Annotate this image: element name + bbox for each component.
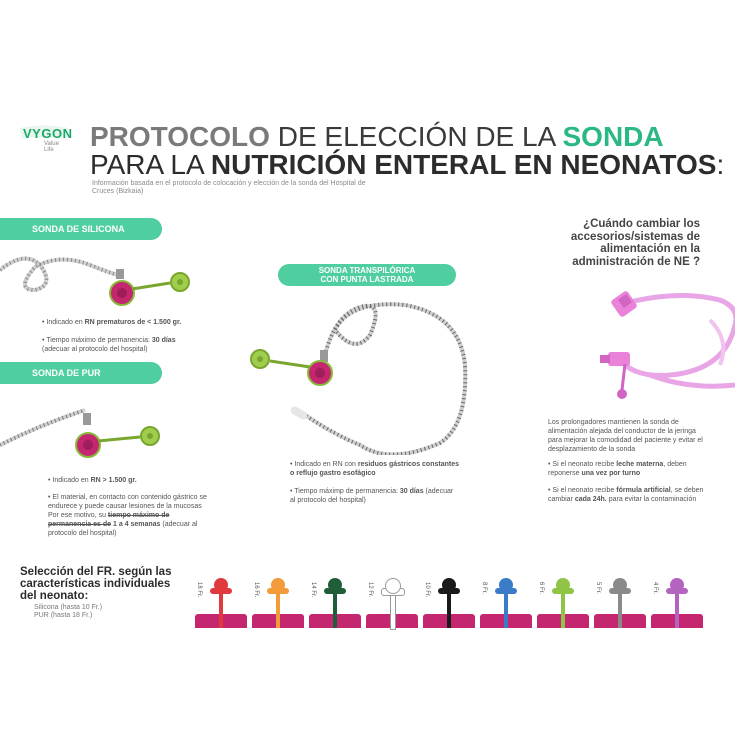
fr-size-label: 4 Fr. xyxy=(652,582,658,595)
transpilorica-b2-bold: 30 días xyxy=(399,488,424,495)
fr-size-connector-icon xyxy=(670,578,684,592)
fr-size-selector: 18 Fr. 16 Fr. 14 Fr. 12 Fr. 10 Fr. 8 Fr. 6 Fr.… xyxy=(192,574,705,630)
accesorios-b1-bold2: una vez por turno xyxy=(581,470,641,477)
fr-size-connector-icon xyxy=(442,578,456,592)
pur-b2-bold: 1 a 4 semanas xyxy=(111,521,161,528)
fr-size-label: 10 Fr. xyxy=(424,582,430,598)
fr-size-connector-icon xyxy=(385,578,401,594)
silicona-b2-bold: 30 días xyxy=(151,337,176,344)
fr-size-9: 4 Fr. xyxy=(648,574,705,630)
seleccion-line2: PUR (hasta 18 Fr.) xyxy=(34,612,93,619)
transpilorica-b1-pre: Indicado en RN con xyxy=(294,461,358,468)
accesorios-b2-post: para evitar la contaminación xyxy=(606,496,697,503)
fr-size-label: 6 Fr. xyxy=(538,582,544,595)
accesorios-b1-pre: Si el neonato recibe xyxy=(552,461,617,468)
label-transpilorica-line1: SONDA TRANSPILÓRICA xyxy=(318,266,416,275)
label-silicona: SONDA DE SILICONA xyxy=(0,218,162,240)
transpilorica-tube-illustration xyxy=(250,302,468,455)
accesorios-b1-bold: leche materna xyxy=(616,461,664,468)
fr-size-5: 10 Fr. xyxy=(420,574,477,630)
pur-tube-illustration xyxy=(0,408,160,458)
logo-tagline: Value Life xyxy=(44,141,59,153)
logo-badge-icon xyxy=(20,125,68,139)
logo-word: VYGON xyxy=(23,126,73,141)
fr-size-7: 6 Fr. xyxy=(534,574,591,630)
fr-size-1: 18 Fr. xyxy=(192,574,249,630)
fr-size-label: 18 Fr. xyxy=(196,582,202,598)
vygon-logo: VYGON Value Life xyxy=(18,125,73,153)
fr-size-connector-icon xyxy=(328,578,342,592)
accesorios-b2-pre: Si el neonato recibe xyxy=(552,487,617,494)
accesorios-bullet-2: • Si el neonato recibe fórmula artificia… xyxy=(548,487,704,503)
silicona-b1-bold: RN prematuros de < 1.500 gr. xyxy=(84,319,182,326)
page-title-line2: PARA LA NUTRICIÓN ENTERAL EN NEONATOS: xyxy=(90,150,724,180)
fr-size-stem xyxy=(219,586,223,628)
fr-size-stem xyxy=(447,586,451,628)
transpilorica-b2-post: (adecuar al protocolo del hospital) xyxy=(290,488,454,504)
title-accent: SONDA xyxy=(562,121,664,152)
fr-size-label: 16 Fr. xyxy=(253,582,259,598)
seleccion-title: Selección del FR. según las característi… xyxy=(20,566,172,602)
label-transpilorica-line2: CON PUNTA LASTRADA xyxy=(320,275,414,284)
silicona-bullet-1: • Indicado en RN prematuros de < 1.500 g… xyxy=(42,319,182,326)
accesorios-b1-mid: , deben reponerse xyxy=(548,461,687,477)
label-pur-text: SONDA DE PUR xyxy=(32,368,101,378)
fr-size-connector-icon xyxy=(271,578,285,592)
fr-size-label: 5 Fr. xyxy=(595,582,601,595)
transpilorica-bullet-1: • Indicado en RN con residuos gástricos … xyxy=(290,461,459,477)
title2-start: PARA LA xyxy=(90,149,211,180)
fr-size-6: 8 Fr. xyxy=(477,574,534,630)
silicona-bullet-2: • Tiempo máximo de permanencia: 30 días … xyxy=(42,337,176,353)
seleccion-subtext: Silicona (hasta 10 Fr.) PUR (hasta 18 Fr… xyxy=(34,604,102,620)
silicona-b2-pre: Tiempo máximo de permanencia: xyxy=(46,337,152,344)
pur-b2-post: (adecuar al protocolo del hospital) xyxy=(48,521,198,537)
fr-size-connector-icon xyxy=(499,578,513,592)
fr-size-stem xyxy=(333,586,337,628)
title2-bold: NUTRICIÓN ENTERAL EN NEONATOS xyxy=(210,149,717,180)
transpilorica-b2-pre: Tiempo máximp de permanencia: xyxy=(294,488,400,495)
fr-size-label: 14 Fr. xyxy=(310,582,316,598)
title-rest: DE ELECCIÓN DE LA xyxy=(269,121,563,152)
fr-size-label: 8 Fr. xyxy=(481,582,487,595)
fr-size-stem xyxy=(561,586,565,628)
pur-b2-text: El material, en contacto con contenido g… xyxy=(48,494,207,519)
pur-bullet-2: • El material, en contacto con contenido… xyxy=(48,494,207,537)
fr-size-label: 12 Fr. xyxy=(367,582,373,598)
pur-b1-bold: RN > 1.500 gr. xyxy=(90,477,137,484)
transpilorica-b1-bold: residuos gástricos constantes o reflujo … xyxy=(290,461,459,477)
fr-size-4: 12 Fr. xyxy=(363,574,420,630)
label-pur: SONDA DE PUR xyxy=(0,362,162,384)
accesorios-b2-bold: fórmula artificial xyxy=(616,487,671,494)
fr-size-connector-icon xyxy=(556,578,570,592)
title-bold-word: PROTOCOLO xyxy=(90,121,270,152)
fr-size-stem xyxy=(618,586,622,628)
prolongador-illustration xyxy=(600,291,735,399)
silicona-b2-post: (adecuar al protocolo del hospital) xyxy=(42,346,148,353)
transpilorica-bullet-2: • Tiempo máximp de permanencia: 30 días … xyxy=(290,488,454,504)
accesorios-bullet-1: • Si el neonato recibe leche materna, de… xyxy=(548,461,687,477)
page-title-line1: PROTOCOLO DE ELECCIÓN DE LA SONDA xyxy=(90,122,664,152)
fr-size-8: 5 Fr. xyxy=(591,574,648,630)
seleccion-line1: Silicona (hasta 10 Fr.) xyxy=(34,604,103,611)
title2-end: : xyxy=(716,149,725,180)
question-heading: ¿Cuándo cambiar los accesorios/sistemas … xyxy=(570,218,700,268)
label-transpilorica: SONDA TRANSPILÓRICA CON PUNTA LASTRADA xyxy=(278,264,456,286)
pur-b2-strike: tiempo máximo de permanencia es de xyxy=(48,512,170,528)
pur-b1-pre: Indicado en xyxy=(52,477,91,484)
accesorios-b2-mid: , se deben cambiar xyxy=(548,487,704,503)
fr-size-stem xyxy=(276,586,280,628)
fr-size-connector-icon xyxy=(214,578,228,592)
silicona-tube-illustration xyxy=(0,256,190,306)
fr-size-2: 16 Fr. xyxy=(249,574,306,630)
fr-size-stem xyxy=(675,586,679,628)
page-subtitle: Información basada en el protocolo de co… xyxy=(92,180,366,195)
pur-bullet-1: • Indicado en RN > 1.500 gr. xyxy=(48,477,137,484)
label-silicona-text: SONDA DE SILICONA xyxy=(32,224,125,234)
silicona-b1-pre: Indicado en xyxy=(46,319,85,326)
fr-size-stem xyxy=(504,586,508,628)
accesorios-intro: Los prolongadores mantienen la sonda de … xyxy=(548,419,703,453)
fr-size-connector-icon xyxy=(613,578,627,592)
accesorios-b2-bold2: cada 24h. xyxy=(574,496,607,503)
fr-size-3: 14 Fr. xyxy=(306,574,363,630)
